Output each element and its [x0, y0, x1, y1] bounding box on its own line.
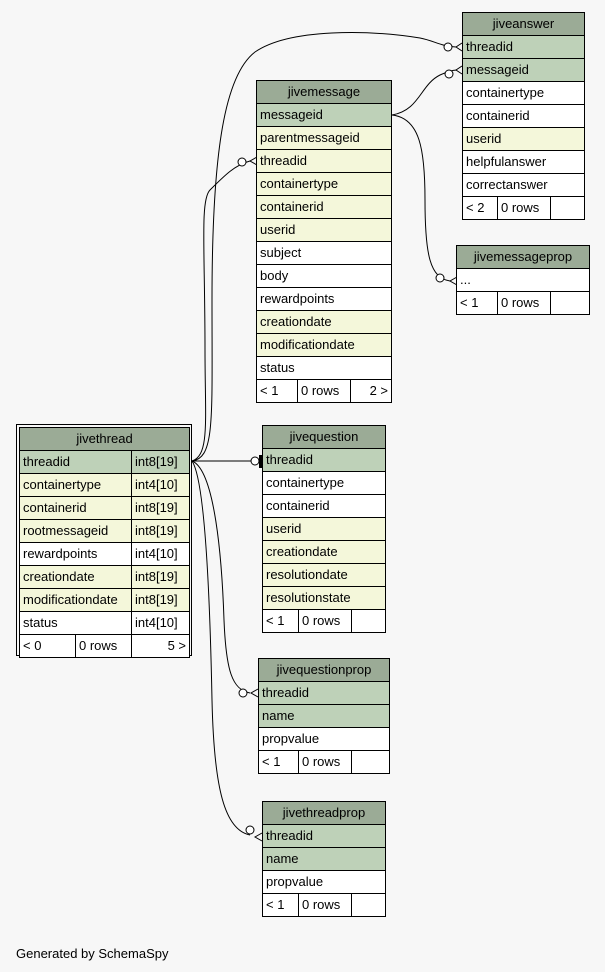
column-subject: subject: [256, 241, 392, 265]
row-count: 0 rows: [297, 379, 351, 403]
column-type: int4[10]: [131, 473, 190, 497]
table-title: jivequestion: [262, 425, 386, 449]
column-body: body: [256, 264, 392, 288]
table-jivemessageprop[interactable]: jivemessageprop ... < 1 0 rows: [456, 245, 590, 315]
column-userid: userid: [256, 218, 392, 242]
child-count: 5 >: [131, 634, 190, 658]
column-rootmessageid: rootmessageid: [19, 519, 132, 543]
row-count: 0 rows: [75, 634, 132, 658]
column-type: int8[19]: [131, 519, 190, 543]
column-type: int8[19]: [131, 588, 190, 612]
column-creationdate: creationdate: [19, 565, 132, 589]
column-containerid: containerid: [256, 195, 392, 219]
column-resolutiondate: resolutiondate: [262, 563, 386, 587]
child-count: 2 >: [350, 379, 392, 403]
table-title: jivequestionprop: [257, 658, 391, 682]
table-title: jivethread: [19, 427, 190, 451]
edge-message-prop: [391, 114, 451, 282]
column-containerid: containerid: [19, 496, 132, 520]
row-count: 0 rows: [298, 893, 352, 917]
table-jivethreadprop[interactable]: jivethreadprop threadid name propvalue <…: [262, 801, 386, 917]
parent-count: < 1: [262, 609, 299, 633]
generated-by-label: Generated by SchemaSpy: [16, 946, 169, 961]
child-count: [351, 893, 386, 917]
column-containertype: containertype: [262, 471, 386, 495]
column-messageid: messageid: [256, 103, 392, 127]
row-count: 0 rows: [497, 291, 551, 315]
column-threadid: threadid: [262, 448, 386, 472]
column-threadid: threadid: [262, 824, 386, 848]
table-jivemessage[interactable]: jivemessage messageid parentmessageid th…: [256, 80, 392, 403]
table-jivequestionprop[interactable]: jivequestionprop threadid name propvalue…: [257, 658, 391, 774]
column-name: name: [257, 704, 391, 728]
child-count: [350, 750, 391, 774]
row-count: 0 rows: [298, 609, 352, 633]
edge-thread-threadprop: [191, 460, 251, 836]
column-modificationdate: modificationdate: [256, 333, 392, 357]
parent-count: < 1: [256, 379, 298, 403]
column-resolutionstate: resolutionstate: [262, 586, 386, 610]
column-threadid: threadid: [256, 149, 392, 173]
row-count: 0 rows: [497, 196, 551, 220]
edge-thread-answer: [191, 32, 457, 462]
table-title: jivethreadprop: [262, 801, 386, 825]
table-jivequestion[interactable]: jivequestion threadid containertype cont…: [262, 425, 386, 633]
column-containertype: containertype: [256, 172, 392, 196]
parent-count: < 1: [262, 893, 299, 917]
child-count: [550, 291, 590, 315]
column-containertype: containertype: [461, 81, 586, 105]
table-title: jivemessageprop: [456, 245, 590, 269]
child-count: [549, 196, 586, 220]
column-containerid: containerid: [262, 494, 386, 518]
column-type: int4[10]: [131, 611, 190, 635]
table-jiveanswer[interactable]: jiveanswer threadid messageid containert…: [461, 12, 586, 220]
table-title: jivemessage: [256, 80, 392, 104]
parent-count: < 1: [456, 291, 498, 315]
column-containertype: containertype: [19, 473, 132, 497]
column-helpfulanswer: helpfulanswer: [461, 150, 586, 174]
column-correctanswer: correctanswer: [461, 173, 586, 197]
row-count: 0 rows: [298, 750, 352, 774]
column-status: status: [19, 611, 132, 635]
column-rewardpoints: rewardpoints: [19, 542, 132, 566]
column-rewardpoints: rewardpoints: [256, 287, 392, 311]
column-propvalue: propvalue: [257, 727, 391, 751]
column-name: name: [262, 847, 386, 871]
edge-message-answer: [391, 69, 458, 116]
column-type: int8[19]: [131, 450, 190, 474]
column-status: status: [256, 356, 392, 380]
column-ellipsis: ...: [456, 268, 590, 292]
column-containerid: containerid: [461, 104, 586, 128]
column-propvalue: propvalue: [262, 870, 386, 894]
column-threadid: threadid: [461, 35, 586, 59]
column-messageid: messageid: [461, 58, 586, 82]
child-count: [351, 609, 386, 633]
parent-count: < 1: [258, 750, 299, 774]
column-threadid: threadid: [257, 681, 391, 705]
column-userid: userid: [262, 517, 386, 541]
column-type: int8[19]: [131, 565, 190, 589]
column-userid: userid: [461, 127, 586, 151]
column-parentmessageid: parentmessageid: [256, 126, 392, 150]
column-type: int8[19]: [131, 496, 190, 520]
edge-thread-message: [191, 160, 251, 462]
column-creationdate: creationdate: [256, 310, 392, 334]
column-modificationdate: modificationdate: [19, 588, 132, 612]
parent-count: < 0: [19, 634, 76, 658]
column-type: int4[10]: [131, 542, 190, 566]
column-threadid: threadid: [19, 450, 132, 474]
edge-thread-questionprop: [191, 460, 251, 694]
table-title: jiveanswer: [461, 12, 586, 36]
column-creationdate: creationdate: [262, 540, 386, 564]
parent-count: < 2: [462, 196, 498, 220]
